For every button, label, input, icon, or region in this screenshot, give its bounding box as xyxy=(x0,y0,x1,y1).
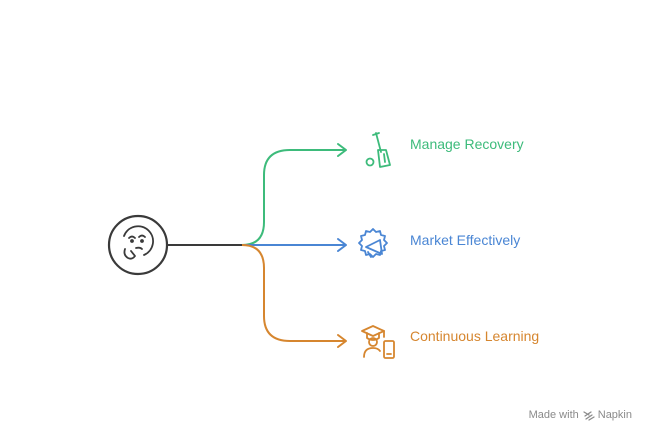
megaphone-icon xyxy=(358,228,388,258)
thinking-face-icon xyxy=(123,225,154,260)
arrowhead-market-effectively xyxy=(337,238,347,252)
shovel-icon xyxy=(365,132,391,168)
branch-label-manage-recovery: Manage Recovery xyxy=(410,136,524,152)
watermark-prefix: Made with xyxy=(528,409,579,421)
connector-manage-recovery xyxy=(241,149,346,246)
napkin-watermark: Made with Napkin xyxy=(529,409,632,421)
connector-continuous-learning xyxy=(241,244,346,342)
branch-label-market-effectively: Market Effectively xyxy=(410,232,521,248)
root-node xyxy=(107,214,169,276)
watermark-brand: Napkin xyxy=(597,409,632,421)
arrowhead-manage-recovery xyxy=(337,143,347,157)
napkin-logo-icon xyxy=(583,411,595,421)
branch-label-continuous-learning: Continuous Learning xyxy=(410,328,540,344)
student-phone-icon xyxy=(361,325,395,359)
arrowhead-continuous-learning xyxy=(337,334,347,348)
